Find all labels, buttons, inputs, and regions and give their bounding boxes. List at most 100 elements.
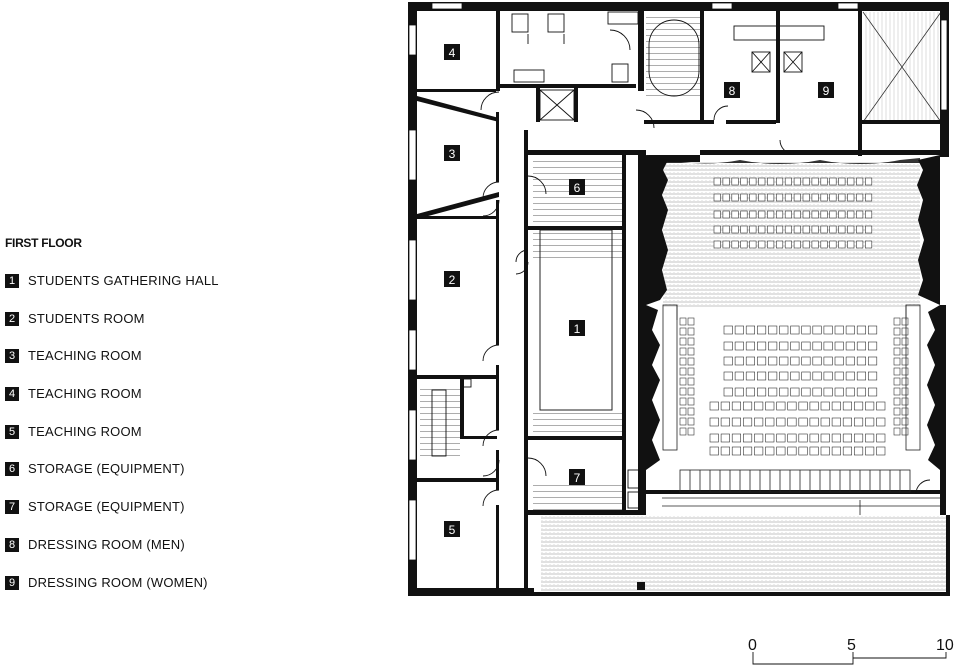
column-marker	[637, 582, 645, 590]
seat	[865, 401, 875, 411]
seat	[776, 446, 786, 456]
seat	[802, 240, 810, 249]
seat	[679, 327, 687, 336]
seat	[823, 356, 833, 366]
seat	[856, 341, 867, 351]
seat	[731, 193, 739, 202]
seat	[679, 407, 687, 416]
seat	[820, 240, 828, 249]
seat	[853, 433, 864, 443]
seat	[831, 401, 841, 411]
stair-treads	[420, 16, 702, 510]
seat	[834, 356, 844, 366]
legend-item-2: 2 STUDENTS ROOM	[5, 310, 219, 350]
seat	[829, 193, 837, 202]
seat	[901, 377, 909, 386]
scale-bar	[752, 652, 947, 665]
seat	[679, 367, 687, 376]
seat	[734, 356, 744, 366]
seat	[742, 401, 753, 411]
seat	[740, 210, 748, 219]
room-tags: 4 3 2 5 6 1 7 8 9	[444, 44, 834, 537]
seat	[767, 210, 775, 219]
legend-label: STUDENTS ROOM	[28, 310, 145, 326]
seat	[829, 210, 837, 219]
seat	[893, 407, 901, 416]
seat	[745, 325, 756, 335]
seat	[864, 177, 873, 186]
svg-text:9: 9	[823, 84, 830, 98]
seat	[731, 210, 739, 219]
svg-text:3: 3	[449, 147, 456, 161]
seat	[856, 356, 867, 366]
legend-number-tag: 2	[5, 311, 19, 326]
legend-number-tag: 4	[5, 387, 19, 402]
seat	[742, 433, 753, 443]
seat	[787, 401, 797, 411]
svg-text:4: 4	[449, 46, 456, 60]
seat	[893, 377, 901, 386]
seat	[749, 177, 757, 186]
seat	[687, 337, 695, 346]
seat	[720, 401, 730, 411]
seat	[745, 371, 756, 381]
seat	[798, 401, 808, 411]
seat	[687, 357, 695, 366]
seat	[722, 225, 730, 234]
seat	[779, 325, 789, 335]
seat	[820, 401, 830, 411]
seat	[829, 240, 837, 249]
seat	[820, 193, 828, 202]
seat	[723, 356, 733, 366]
seat	[722, 210, 730, 219]
legend-number-tag: 8	[5, 537, 19, 552]
seat	[876, 433, 886, 443]
seat	[802, 210, 810, 219]
seat	[856, 193, 864, 202]
seat	[876, 417, 886, 427]
seat	[834, 325, 844, 335]
seat	[901, 417, 909, 426]
seat	[742, 417, 753, 427]
seat	[740, 225, 748, 234]
seat	[809, 401, 819, 411]
seat	[901, 407, 909, 416]
seat	[893, 317, 901, 326]
legend-label: TEACHING ROOM	[28, 386, 142, 402]
seat	[687, 387, 695, 396]
seat	[901, 337, 909, 346]
seat	[722, 177, 730, 186]
room-tag-2: 2	[444, 271, 460, 287]
legend-number-tag: 3	[5, 349, 19, 364]
seat	[812, 371, 822, 381]
seat	[679, 347, 687, 356]
seat	[865, 417, 875, 427]
seat	[765, 417, 775, 427]
seat	[865, 446, 875, 456]
seat	[709, 433, 719, 443]
seat	[829, 225, 837, 234]
auditorium-details	[662, 304, 940, 515]
seat	[784, 210, 793, 219]
seat	[779, 371, 789, 381]
seat	[812, 341, 822, 351]
seat	[893, 427, 901, 436]
seat	[793, 177, 801, 186]
legend-number-tag: 9	[5, 575, 19, 590]
seat	[823, 371, 833, 381]
seat	[756, 341, 767, 351]
seat	[845, 356, 855, 366]
room-tag-7: 7	[569, 469, 585, 485]
seat	[893, 347, 901, 356]
seat	[687, 397, 695, 406]
svg-text:6: 6	[574, 181, 581, 195]
seat	[687, 367, 695, 376]
seat	[787, 433, 797, 443]
svg-text:8: 8	[729, 84, 736, 98]
seat	[787, 417, 797, 427]
legend-label: STORAGE (EQUIPMENT)	[28, 461, 185, 477]
seat	[823, 387, 833, 397]
seat	[720, 446, 730, 456]
